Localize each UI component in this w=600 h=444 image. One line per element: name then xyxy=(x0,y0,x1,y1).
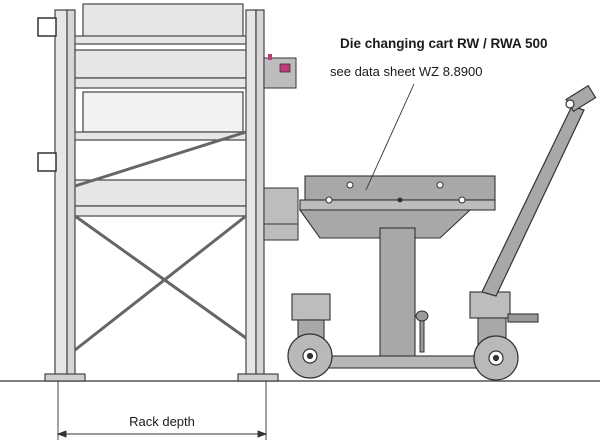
cart-tow-handle xyxy=(481,84,597,297)
rack-depth-label: Rack depth xyxy=(129,414,195,429)
rack-top-die xyxy=(82,3,244,39)
cart-subtitle-label: see data sheet WZ 8.8900 xyxy=(330,64,482,79)
die-rack xyxy=(44,3,279,382)
rack-middle-die xyxy=(82,91,244,133)
cart-lever xyxy=(415,310,429,353)
left-caster-housing xyxy=(291,293,331,321)
rack-depth-dimension xyxy=(56,381,268,440)
cart-base xyxy=(311,355,493,369)
cart-title-label: Die changing cart RW / RWA 500 xyxy=(340,36,548,51)
rack-right-brackets xyxy=(263,57,299,241)
right-caster-housing xyxy=(469,291,511,319)
rack-right-upright xyxy=(245,9,257,377)
rack-shelf-lower xyxy=(65,179,257,207)
cart-holes xyxy=(325,181,466,204)
rack-left-upright xyxy=(54,9,68,377)
annotation-leader-line xyxy=(365,83,415,191)
rack-right-foot xyxy=(237,373,279,382)
cart-wheels xyxy=(287,333,519,381)
rack-side-hooks xyxy=(37,17,57,172)
magenta-marker xyxy=(279,63,291,73)
cart-platform xyxy=(304,175,496,201)
rack-left-foot xyxy=(44,373,86,382)
rack-shelf-upper xyxy=(65,49,257,79)
rack-bracing xyxy=(74,130,247,352)
cart-column xyxy=(379,227,416,359)
